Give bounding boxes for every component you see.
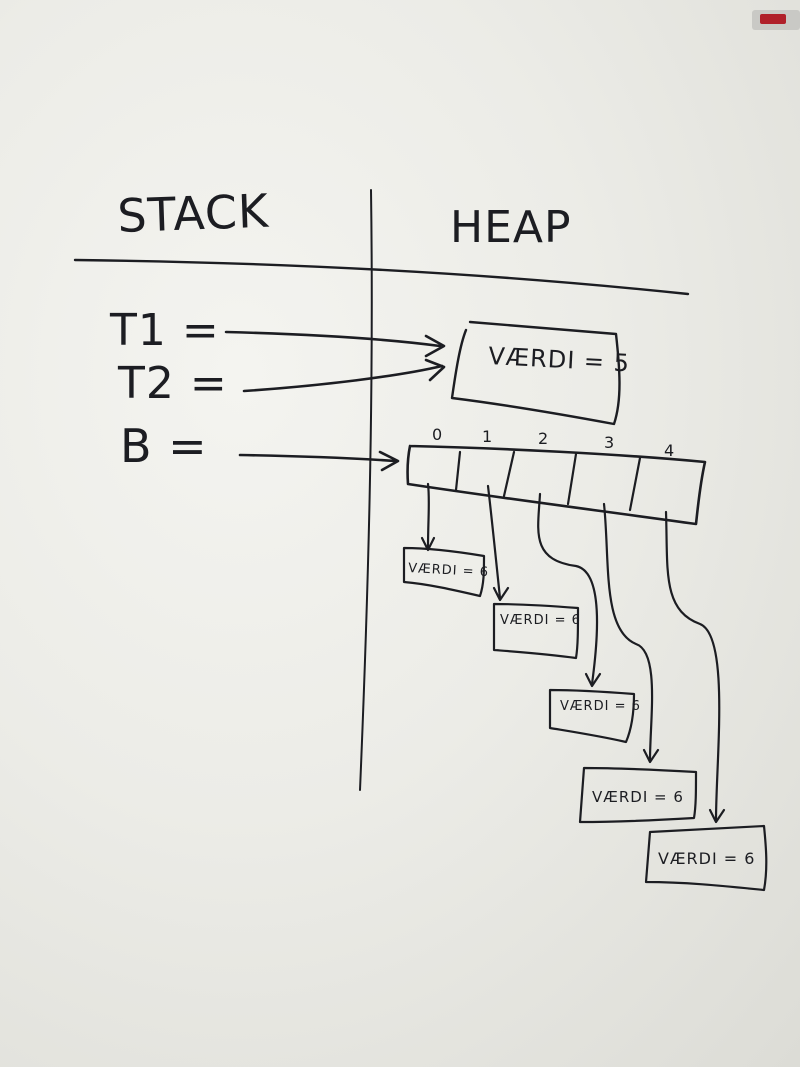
t2-reference-arrow bbox=[242, 364, 444, 393]
element-1-reference bbox=[486, 484, 502, 600]
array-cell-divider-3 bbox=[566, 452, 578, 506]
element-object-2-value: VÆRDI = 6 bbox=[560, 699, 641, 714]
b-reference-arrow bbox=[238, 453, 398, 463]
element-object-3 bbox=[578, 766, 698, 824]
element-2-reference bbox=[537, 492, 599, 686]
t2-arrowhead bbox=[424, 358, 446, 382]
element-object-1-value: VÆRDI = 6 bbox=[500, 613, 581, 628]
element-4-reference bbox=[664, 510, 721, 822]
element-object-4 bbox=[644, 824, 768, 892]
element-object-0 bbox=[402, 546, 486, 598]
stack-header: STACK bbox=[116, 184, 270, 243]
element-0-reference bbox=[426, 482, 430, 550]
element-3-reference bbox=[602, 502, 654, 762]
element-1-arrowhead bbox=[492, 586, 510, 602]
element-object-3-value: VÆRDI = 6 bbox=[592, 788, 684, 806]
divider-vertical-line bbox=[359, 189, 373, 791]
t1-arrowhead bbox=[424, 334, 446, 358]
array-index-3: 3 bbox=[604, 433, 615, 452]
array-cell-divider-4 bbox=[628, 456, 642, 512]
header-underline bbox=[73, 258, 690, 296]
array-cell-divider-1 bbox=[454, 450, 462, 492]
red-marker-icon bbox=[760, 14, 786, 24]
array-index-0: 0 bbox=[432, 425, 443, 444]
t1-reference-arrow bbox=[224, 330, 442, 348]
shared-heap-object bbox=[450, 320, 621, 426]
stack-var-t2: T2 = bbox=[117, 358, 228, 409]
element-object-1 bbox=[492, 602, 580, 660]
element-3-arrowhead bbox=[642, 748, 660, 764]
array-cell-divider-2 bbox=[502, 450, 516, 498]
array-index-2: 2 bbox=[538, 429, 549, 448]
array-index-4: 4 bbox=[664, 441, 675, 460]
stack-var-b: B = bbox=[120, 419, 208, 473]
element-4-arrowhead bbox=[708, 808, 726, 824]
heap-header: HEAP bbox=[450, 202, 572, 253]
stack-var-t1: T1 = bbox=[109, 305, 220, 356]
shared-object-value: VÆRDI = 5 bbox=[488, 342, 631, 377]
element-2-arrowhead bbox=[584, 672, 602, 688]
element-object-2 bbox=[548, 688, 636, 744]
element-object-4-value: VÆRDI = 6 bbox=[658, 849, 755, 868]
b-arrowhead bbox=[378, 450, 400, 472]
element-object-0-value: VÆRDI = 6 bbox=[408, 561, 490, 580]
array-index-1: 1 bbox=[482, 427, 493, 446]
array-object bbox=[406, 444, 707, 526]
